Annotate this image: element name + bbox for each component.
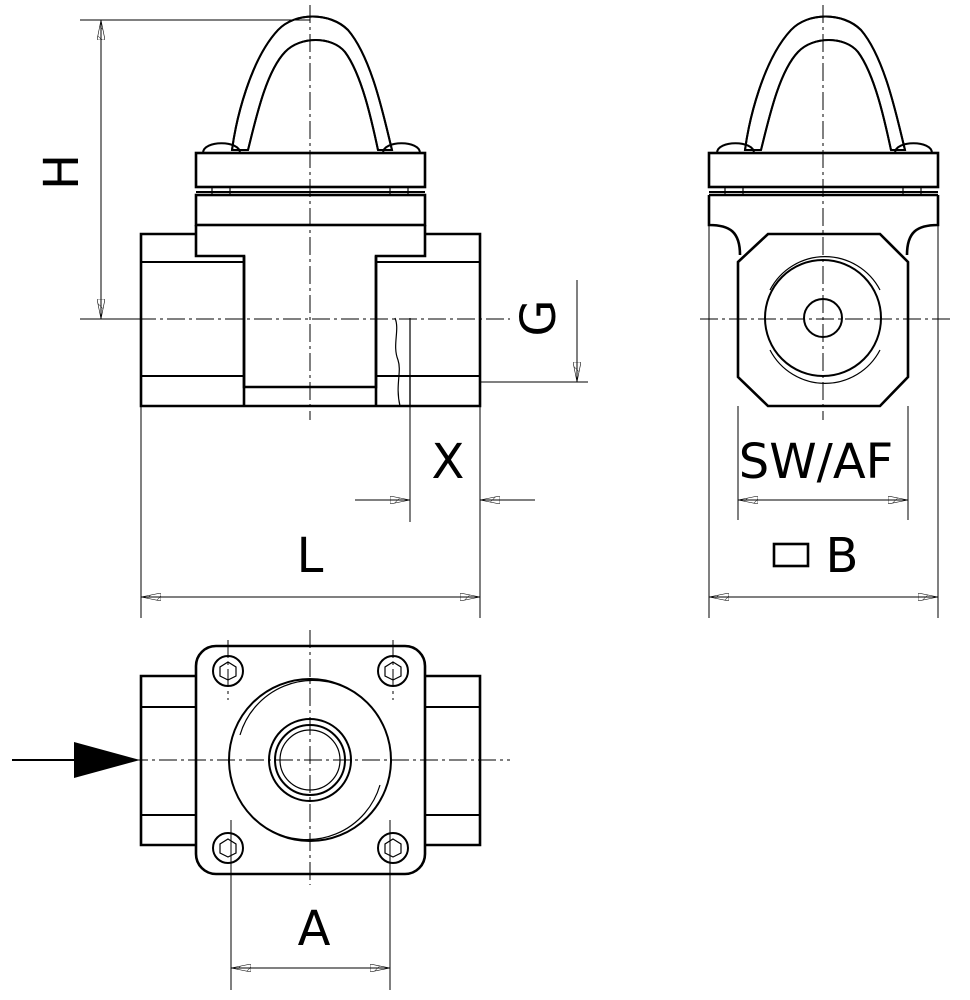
- side-view: SW/AF B: [700, 5, 950, 618]
- side-hex-body: [736, 232, 910, 408]
- top-view: A: [12, 630, 510, 990]
- x-label: X: [432, 434, 465, 490]
- front-section-hatch: [409, 375, 481, 407]
- front-view: H G X L: [34, 5, 588, 618]
- height-label: H: [34, 154, 90, 190]
- bolt-spacing-label: A: [298, 901, 331, 957]
- side-handle: [715, 15, 934, 154]
- square-symbol: [772, 542, 810, 568]
- front-body: [139, 232, 482, 408]
- across-flats-label: SW/AF: [739, 434, 894, 490]
- front-handle: [201, 15, 422, 154]
- length-label: L: [297, 528, 324, 584]
- g-label: G: [511, 299, 567, 336]
- square-b-label: B: [826, 528, 859, 584]
